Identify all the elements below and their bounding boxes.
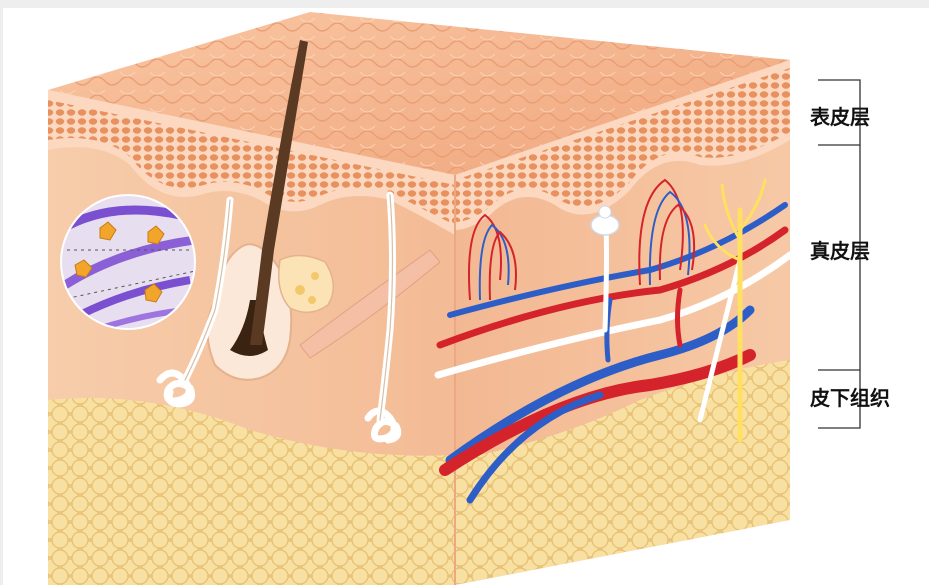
- label-subcutaneous: 皮下组织: [810, 382, 920, 411]
- label-dermis: 真皮层: [810, 235, 920, 264]
- sebaceous-gland: [279, 255, 334, 312]
- label-epidermis: 表皮层: [810, 101, 920, 130]
